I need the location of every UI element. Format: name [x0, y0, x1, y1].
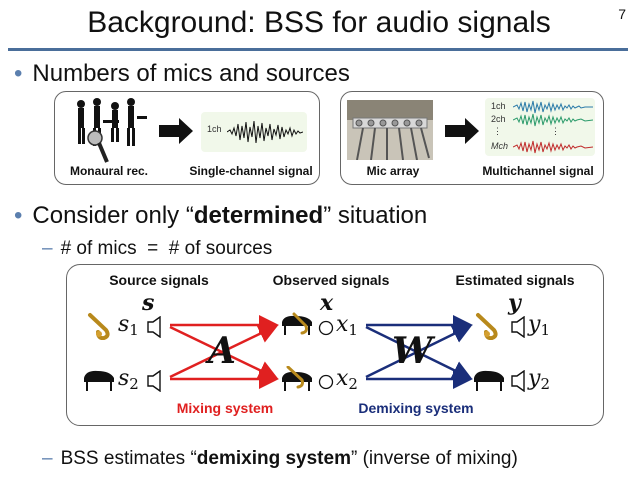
microphone-icon	[87, 130, 109, 163]
multichannel-waveform: 1ch 2ch ⋮ ⋮ Mch	[485, 98, 595, 156]
piano-saxophone-icon	[282, 312, 312, 335]
header-estimated-signals: Estimated signals	[455, 272, 575, 288]
caption-multichannel: Multichannel signal	[482, 164, 594, 178]
speaker-icon	[147, 370, 161, 392]
label-demixing-system: Demixing system	[358, 400, 474, 416]
piano-saxophone-icon	[282, 366, 312, 391]
bullet-text: Numbers of mics and sources	[32, 60, 350, 87]
var-y2: y2	[528, 366, 550, 393]
waveform-label: 1ch	[207, 124, 222, 134]
monaural-panel: 1ch Monaural rec. Single-channel signal	[54, 91, 320, 185]
waveform-label-2ch: 2ch	[491, 114, 506, 124]
page-number: 7	[618, 6, 626, 22]
saxophone-icon	[88, 313, 110, 340]
label-mixing-system: Mixing system	[176, 400, 274, 416]
caption-mic-array: Mic array	[366, 164, 420, 178]
caption-single-channel: Single-channel signal	[189, 164, 313, 178]
dash-icon: –	[42, 448, 53, 469]
bullet-dot-icon: •	[14, 60, 23, 87]
multichannel-panel: 1ch 2ch ⋮ ⋮ Mch Mic array Multichannel s…	[340, 91, 604, 185]
sub-bullet-text: ” (inverse of mixing)	[350, 448, 518, 469]
mixing-arrow	[169, 324, 279, 379]
dash-icon: –	[42, 238, 53, 259]
bullet-mics-sources: • Numbers of mics and sources	[14, 60, 350, 88]
waveform-graphic	[227, 120, 303, 144]
var-x1: x1	[336, 312, 358, 339]
header-observed-signals: Observed signals	[272, 272, 390, 288]
speaker-icon	[511, 370, 525, 392]
sub-bullet-bold-text: demixing system	[196, 448, 351, 469]
saxophone-icon	[476, 313, 498, 340]
piano-icon	[474, 370, 504, 391]
piano-icon	[84, 370, 114, 391]
slide-title: Background: BSS for audio signals	[87, 6, 551, 39]
var-s1: s1	[118, 312, 139, 339]
waveform-label-dots: ⋮	[551, 126, 560, 136]
var-s2: s2	[118, 366, 139, 393]
symbol-s: s	[142, 290, 155, 316]
arrow-right-icon	[445, 118, 479, 144]
bullet-text: ” situation	[323, 202, 428, 229]
sub-bullet-text: # of mics = # of sources	[60, 238, 273, 259]
header-source-signals: Source signals	[109, 272, 209, 288]
mic-array-photo	[347, 100, 433, 160]
waveform-label-1ch: 1ch	[491, 101, 506, 111]
microphone-icon	[318, 320, 334, 336]
var-x2: x2	[336, 366, 358, 393]
bullet-dot-icon: •	[14, 202, 23, 229]
waveform-graphic	[513, 100, 593, 154]
bullet-bold-text: determined	[193, 202, 324, 229]
sub-bullet-text: BSS estimates “	[60, 448, 197, 469]
title-divider	[8, 48, 628, 51]
speaker-icon	[511, 316, 525, 338]
single-channel-waveform: 1ch	[201, 112, 307, 152]
speaker-icon	[147, 316, 161, 338]
matrix-W: W	[392, 330, 433, 372]
bullet-determined: • Consider only “determined” situation	[14, 202, 427, 230]
arrow-right-icon	[159, 118, 193, 144]
symbol-y: y	[508, 290, 521, 316]
matrix-A: A	[208, 330, 236, 372]
bullet-text: Consider only “	[32, 202, 194, 229]
sub-bullet-mics-equal-sources: –# of mics = # of sources	[42, 238, 272, 260]
microphone-icon	[318, 374, 334, 390]
bss-system-diagram	[66, 264, 604, 426]
caption-monaural: Monaural rec.	[69, 164, 149, 178]
waveform-label-dots: ⋮	[493, 126, 502, 136]
var-y1: y1	[528, 312, 550, 339]
waveform-label-mch: Mch	[491, 141, 509, 151]
sub-bullet-demixing: –BSS estimates “demixing system” (invers…	[42, 448, 518, 470]
demixing-arrow	[365, 324, 473, 379]
symbol-x: x	[320, 290, 334, 316]
